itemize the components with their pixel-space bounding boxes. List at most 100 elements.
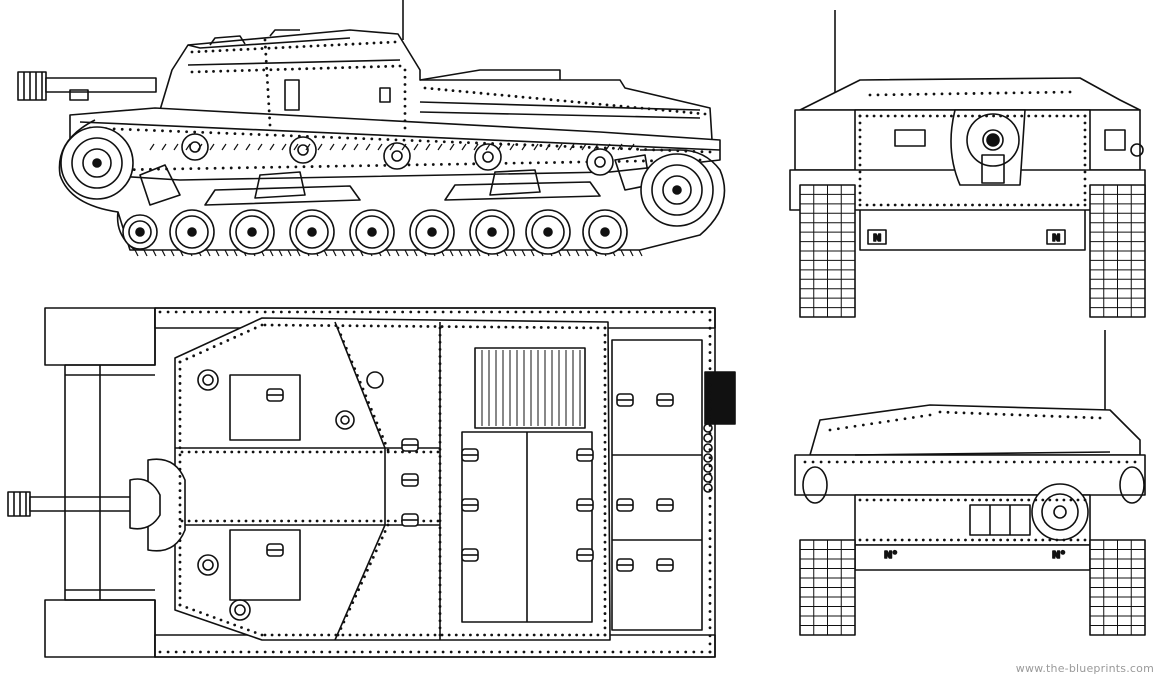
rivet [344, 450, 347, 454]
rivet [363, 575, 366, 579]
rivet [467, 141, 470, 145]
rivet [438, 562, 442, 566]
track-tooth [143, 249, 148, 257]
rivet [341, 66, 345, 70]
rivet [935, 498, 939, 502]
rivet [369, 407, 373, 411]
rivet [433, 325, 437, 328]
rivet [1074, 415, 1078, 419]
rivet [568, 326, 571, 330]
rivet [372, 519, 376, 523]
rivet [858, 128, 862, 132]
rivet [1006, 114, 1010, 118]
track-tooth [350, 249, 355, 257]
rivet [233, 623, 237, 627]
rivet [458, 89, 462, 93]
rivet [302, 165, 306, 169]
track-tooth [170, 249, 175, 257]
rivet [950, 203, 953, 207]
track-tooth [329, 143, 335, 151]
rivet [858, 121, 862, 125]
rivet [999, 114, 1003, 118]
rivet [1069, 114, 1073, 118]
rivet [506, 310, 510, 314]
rivet [924, 460, 928, 464]
rivet [306, 323, 309, 327]
rivet [1036, 91, 1040, 94]
rivet [265, 450, 269, 454]
rivet [112, 127, 116, 131]
return-roller [383, 142, 411, 170]
rivet [328, 310, 332, 314]
rivet [384, 633, 387, 637]
track-tooth [161, 143, 167, 151]
rivet [415, 163, 419, 167]
track-tooth [341, 249, 346, 257]
rivet [237, 166, 241, 170]
rivet [858, 198, 862, 202]
rivet [216, 519, 219, 523]
rivet [401, 650, 405, 654]
rivet [258, 450, 262, 454]
rivet [858, 170, 862, 174]
rivet [1041, 498, 1045, 502]
rivet [178, 589, 182, 593]
rivet [538, 310, 542, 314]
rivet [346, 136, 350, 140]
rivet [1101, 460, 1105, 464]
rivet [708, 480, 712, 484]
rivet [438, 633, 442, 637]
rivet [603, 433, 607, 437]
rivet [336, 633, 340, 637]
rivet [294, 165, 298, 169]
rivet [326, 164, 330, 168]
rivet [1020, 203, 1024, 207]
rivet [263, 633, 267, 637]
rivet [178, 567, 182, 571]
rivet [264, 59, 268, 63]
rivet [385, 650, 388, 654]
rivet [240, 69, 244, 72]
rivet [603, 326, 607, 330]
idler-wheel [640, 153, 714, 227]
rivet [239, 48, 243, 51]
rivet [964, 498, 967, 502]
rivet [438, 555, 442, 558]
rivet [383, 441, 387, 445]
rivet [190, 310, 194, 314]
rivet [313, 324, 316, 327]
rivet [444, 88, 448, 92]
rivet [301, 450, 305, 454]
rivet [403, 75, 407, 79]
rivet [676, 650, 680, 654]
rivet [942, 538, 946, 542]
rivet [457, 650, 461, 654]
rivet [708, 432, 712, 435]
rivet [438, 333, 442, 337]
rivet [845, 426, 849, 429]
rivet [700, 650, 704, 654]
rivet [221, 166, 225, 170]
rivet [1041, 114, 1045, 118]
rivet [1068, 90, 1072, 94]
rivet [360, 581, 363, 585]
rivet [403, 126, 407, 130]
rivet [178, 439, 182, 443]
rivet [376, 324, 380, 328]
rivet [350, 360, 354, 364]
rivet [438, 583, 442, 587]
rivet [872, 498, 876, 502]
rivet [393, 40, 397, 44]
rivet [518, 325, 522, 329]
rivet [434, 140, 438, 143]
rivet [1045, 460, 1048, 464]
rivet [708, 456, 712, 460]
rivet [457, 310, 461, 314]
front-plate-left: N [873, 233, 881, 244]
rivet [708, 634, 712, 638]
rivet [318, 165, 322, 168]
rivet [603, 146, 607, 150]
rivet [178, 432, 182, 435]
rivet [211, 49, 215, 53]
return-roller [474, 143, 502, 171]
